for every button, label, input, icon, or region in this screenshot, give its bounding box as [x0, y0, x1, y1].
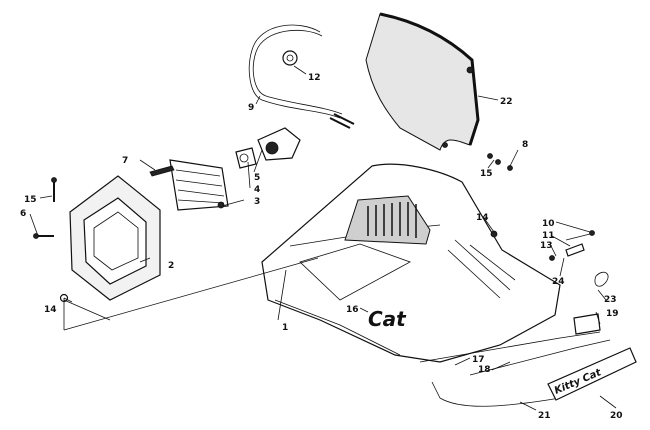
callout-10: 10 — [542, 219, 555, 229]
hood-latch-hardware — [549, 230, 609, 335]
side-decal: Kitty Cat — [547, 347, 637, 401]
callout-17: 17 — [472, 355, 485, 365]
headlight-bezel — [69, 175, 161, 301]
callout-11: 11 — [542, 231, 555, 241]
callout-14-right: 14 — [476, 213, 489, 223]
callout-3: 3 — [254, 197, 260, 207]
callout-13: 13 — [540, 241, 553, 251]
bulb-socket — [235, 127, 301, 169]
hood-logo: Cat — [368, 307, 407, 331]
callout-1: 1 — [282, 323, 288, 333]
windshield — [365, 12, 480, 151]
callout-24: 24 — [552, 277, 565, 287]
callout-9: 9 — [248, 103, 254, 113]
leader-lines — [29, 65, 617, 411]
callout-19: 19 — [606, 309, 619, 319]
harness-grommet — [282, 50, 298, 66]
callout-22: 22 — [500, 97, 513, 107]
callout-8: 8 — [522, 140, 528, 150]
callout-16: 16 — [346, 305, 359, 315]
callout-7: 7 — [122, 156, 128, 166]
callout-21: 21 — [538, 411, 551, 421]
callout-20: 20 — [610, 411, 623, 421]
callout-18: 18 — [478, 365, 491, 375]
callout-15-right: 15 — [480, 169, 493, 179]
callouts: 1 2 3 4 5 6 7 8 9 10 11 12 13 14 14 15 1… — [20, 73, 623, 421]
headlight-assembly — [149, 159, 229, 211]
callout-5: 5 — [254, 173, 260, 183]
callout-14-left: 14 — [44, 305, 57, 315]
callout-12: 12 — [308, 73, 321, 83]
callout-15-left: 15 — [24, 195, 37, 205]
callout-6: 6 — [20, 209, 26, 219]
callout-2: 2 — [168, 261, 174, 271]
callout-4: 4 — [254, 185, 260, 195]
hood-trim — [419, 331, 611, 407]
callout-23: 23 — [604, 295, 617, 305]
hood: Cat — [261, 163, 561, 363]
wiring-harness — [248, 24, 355, 129]
